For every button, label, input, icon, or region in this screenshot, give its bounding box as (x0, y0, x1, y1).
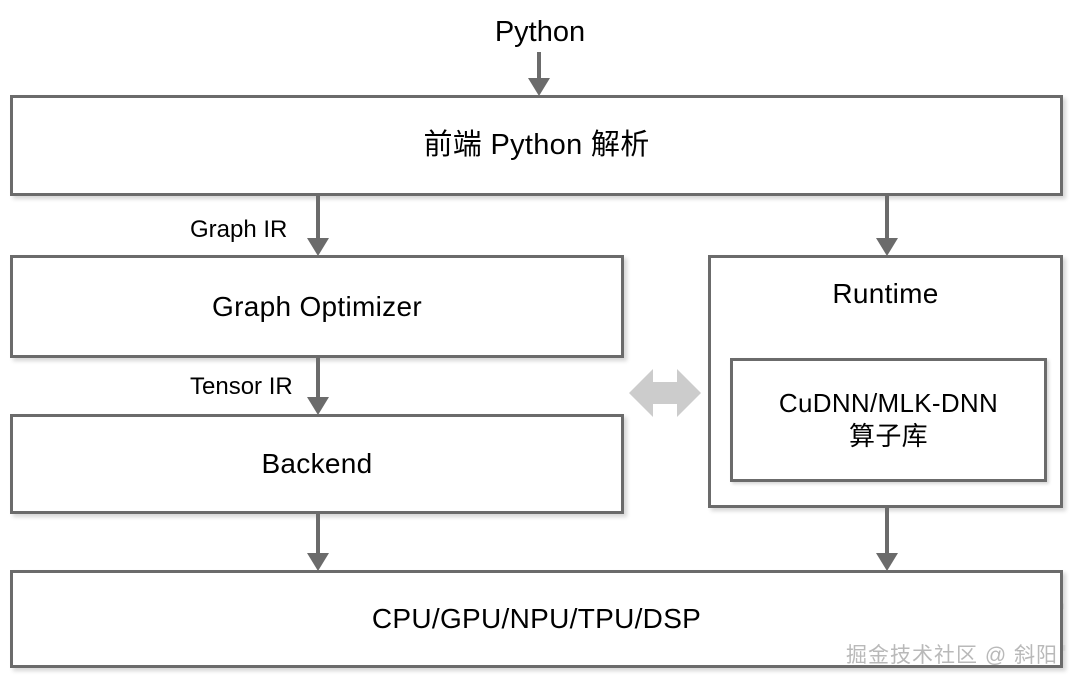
arrow-down-icon-python-to-frontend (528, 52, 550, 96)
arrow-head (307, 397, 329, 415)
watermark-credit: 掘金技术社区 @ 斜阳 (846, 644, 1058, 667)
node-hardware-targets[interactable]: CPU/GPU/NPU/TPU/DSP (10, 570, 1063, 668)
arrow-head (307, 238, 329, 256)
node-frontend-label: 前端 Python 解析 (423, 128, 650, 161)
arrow-down-icon-runtime-to-hardware (876, 508, 898, 571)
arrow-shaft (885, 508, 889, 553)
node-backend-label: Backend (261, 448, 373, 480)
arrow-head (876, 238, 898, 256)
edge-label-graph-ir: Graph IR (190, 216, 288, 243)
arrow-shaft (316, 196, 320, 238)
node-graph-optimizer-label: Graph Optimizer (212, 290, 422, 322)
node-graph-optimizer[interactable]: Graph Optimizer (10, 255, 624, 358)
arrow-down-icon-frontend-to-graph-optimizer (307, 196, 329, 256)
arrow-shaft (537, 52, 541, 78)
arrow-down-icon-frontend-to-runtime (876, 196, 898, 256)
node-kernel-library[interactable]: CuDNN/MLK-DNN 算子库 (730, 358, 1047, 482)
arrow-head (528, 78, 550, 96)
arrow-left-right-icon (629, 362, 701, 424)
edge-label-tensor-ir: Tensor IR (190, 373, 293, 400)
node-hardware-label: CPU/GPU/NPU/TPU/DSP (371, 603, 702, 635)
node-kernel-library-label: CuDNN/MLK-DNN 算子库 (778, 387, 999, 451)
arrow-shaft (316, 514, 320, 553)
node-runtime-label: Runtime (832, 278, 939, 309)
python-entry-label: Python (494, 16, 586, 48)
arrow-down-icon-graph-optimizer-to-backend (307, 358, 329, 415)
arrow-down-icon-backend-to-hardware (307, 514, 329, 571)
node-backend[interactable]: Backend (10, 414, 624, 514)
arrow-head (307, 553, 329, 571)
node-frontend-python-parser[interactable]: 前端 Python 解析 (10, 95, 1063, 196)
arrow-shaft (885, 196, 889, 238)
arrow-head (876, 553, 898, 571)
arrow-shaft (316, 358, 320, 397)
